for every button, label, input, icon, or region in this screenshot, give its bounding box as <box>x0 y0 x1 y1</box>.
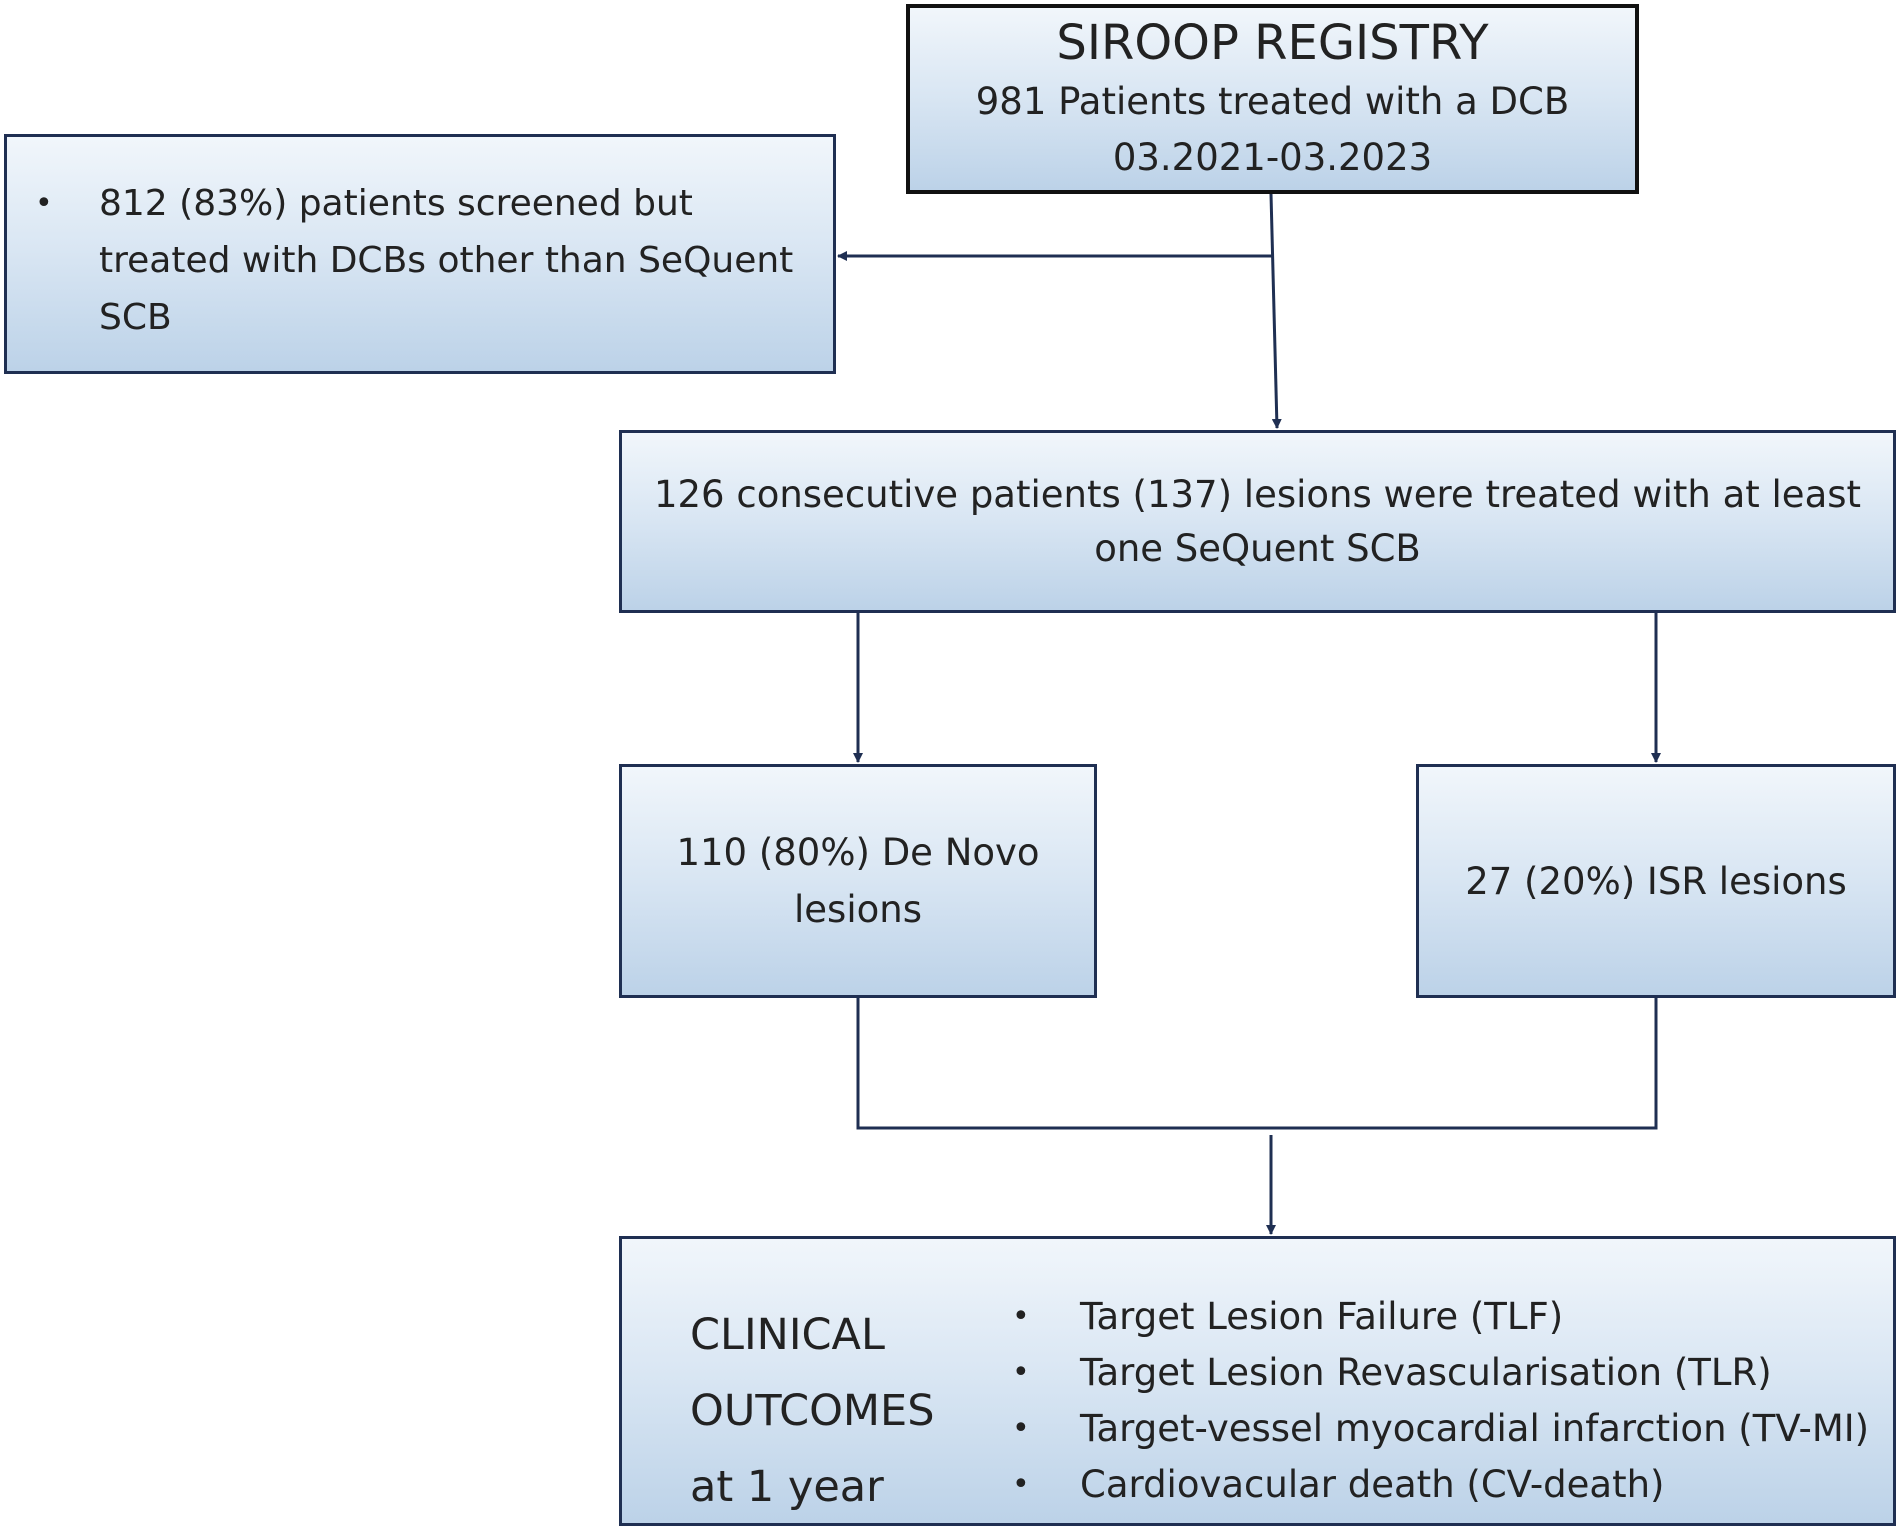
de-novo-lesions-text: 110 (80%) De Novo lesions <box>676 831 1040 931</box>
outcome-item: • Cardiovacular death (CV-death) <box>1012 1457 1883 1513</box>
clinical-outcomes-box: CLINICAL OUTCOMES at 1 year • Target Les… <box>619 1236 1896 1526</box>
excluded-item: • 812 (83%) patients screened but treate… <box>35 175 809 346</box>
outcomes-title: CLINICAL OUTCOMES at 1 year <box>690 1297 960 1525</box>
outcome-item: • Target-vessel myocardial infarction (T… <box>1012 1401 1883 1457</box>
bullet-icon: • <box>1012 1467 1030 1502</box>
bullet-icon: • <box>1012 1411 1030 1446</box>
outcomes-list: • Target Lesion Failure (TLF) • Target L… <box>1012 1289 1883 1513</box>
registry-date-range: 03.2021-03.2023 <box>1112 136 1433 179</box>
outcome-item-text: Target Lesion Failure (TLF) <box>1080 1295 1564 1338</box>
outcome-item: • Target Lesion Revascularisation (TLR) <box>1012 1345 1883 1401</box>
consecutive-patients-box: 126 consecutive patients (137) lesions w… <box>619 430 1896 613</box>
bullet-icon: • <box>1012 1355 1030 1390</box>
bullet-icon: • <box>35 186 53 221</box>
de-novo-lesions-box: 110 (80%) De Novo lesions <box>619 764 1097 998</box>
outcomes-title-line2: OUTCOMES <box>690 1386 935 1436</box>
outcomes-title-line3: at 1 year <box>690 1462 884 1512</box>
registry-box: SIROOP REGISTRY 981 Patients treated wit… <box>906 4 1639 194</box>
outcome-item-text: Target-vessel myocardial infarction (TV-… <box>1080 1407 1870 1450</box>
outcomes-title-line1: CLINICAL <box>690 1310 885 1360</box>
bullet-icon: • <box>1012 1299 1030 1334</box>
consecutive-patients-text: 126 consecutive patients (137) lesions w… <box>653 472 1862 570</box>
excluded-item-text: 812 (83%) patients screened but treated … <box>99 183 794 338</box>
excluded-patients-box: • 812 (83%) patients screened but treate… <box>4 134 836 374</box>
excluded-list: • 812 (83%) patients screened but treate… <box>35 175 809 346</box>
outcome-item: • Target Lesion Failure (TLF) <box>1012 1289 1883 1345</box>
registry-patient-count: 981 Patients treated with a DCB <box>975 80 1570 123</box>
arrow-registry-to-consecutive <box>1269 193 1282 429</box>
isr-lesions-text: 27 (20%) ISR lesions <box>1465 859 1847 903</box>
outcome-item-text: Target Lesion Revascularisation (TLR) <box>1080 1351 1772 1394</box>
isr-lesions-box: 27 (20%) ISR lesions <box>1416 764 1896 998</box>
join-line-groups <box>856 998 1658 1130</box>
registry-title: SIROOP REGISTRY <box>1056 15 1489 71</box>
outcome-item-text: Cardiovacular death (CV-death) <box>1080 1463 1665 1506</box>
